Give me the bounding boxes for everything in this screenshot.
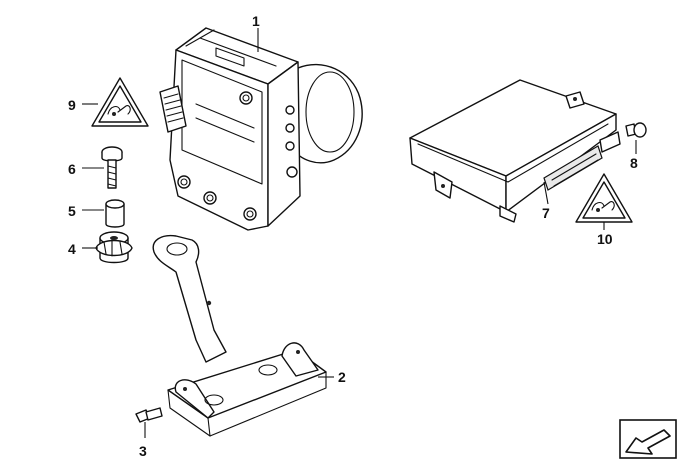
- callout-2[interactable]: 2: [338, 369, 346, 385]
- control-unit-part[interactable]: [409, 79, 621, 223]
- hex-bolt-part[interactable]: [135, 407, 163, 423]
- screw-part[interactable]: [625, 122, 647, 138]
- callout-8[interactable]: 8: [630, 155, 638, 171]
- callout-10[interactable]: 10: [597, 231, 613, 247]
- electrostatic-warning-icon[interactable]: [91, 77, 149, 127]
- callout-9[interactable]: 9: [68, 97, 76, 113]
- rubber-mount-part[interactable]: [95, 231, 133, 264]
- callout-5[interactable]: 5: [68, 203, 76, 219]
- callout-1[interactable]: 1: [252, 13, 260, 29]
- bushing-part[interactable]: [105, 199, 125, 228]
- electrostatic-warning-icon[interactable]: [575, 173, 633, 223]
- callout-3[interactable]: 3: [139, 443, 147, 459]
- callout-7-leader: [543, 181, 549, 205]
- stud-bolt-part[interactable]: [101, 146, 123, 189]
- callout-7[interactable]: 7: [542, 205, 550, 221]
- hydraulic-unit-part[interactable]: [159, 27, 363, 231]
- bracket-part[interactable]: [152, 234, 327, 437]
- callout-4[interactable]: 4: [68, 241, 76, 257]
- arrow-corner-icon[interactable]: [619, 419, 677, 459]
- callout-6[interactable]: 6: [68, 161, 76, 177]
